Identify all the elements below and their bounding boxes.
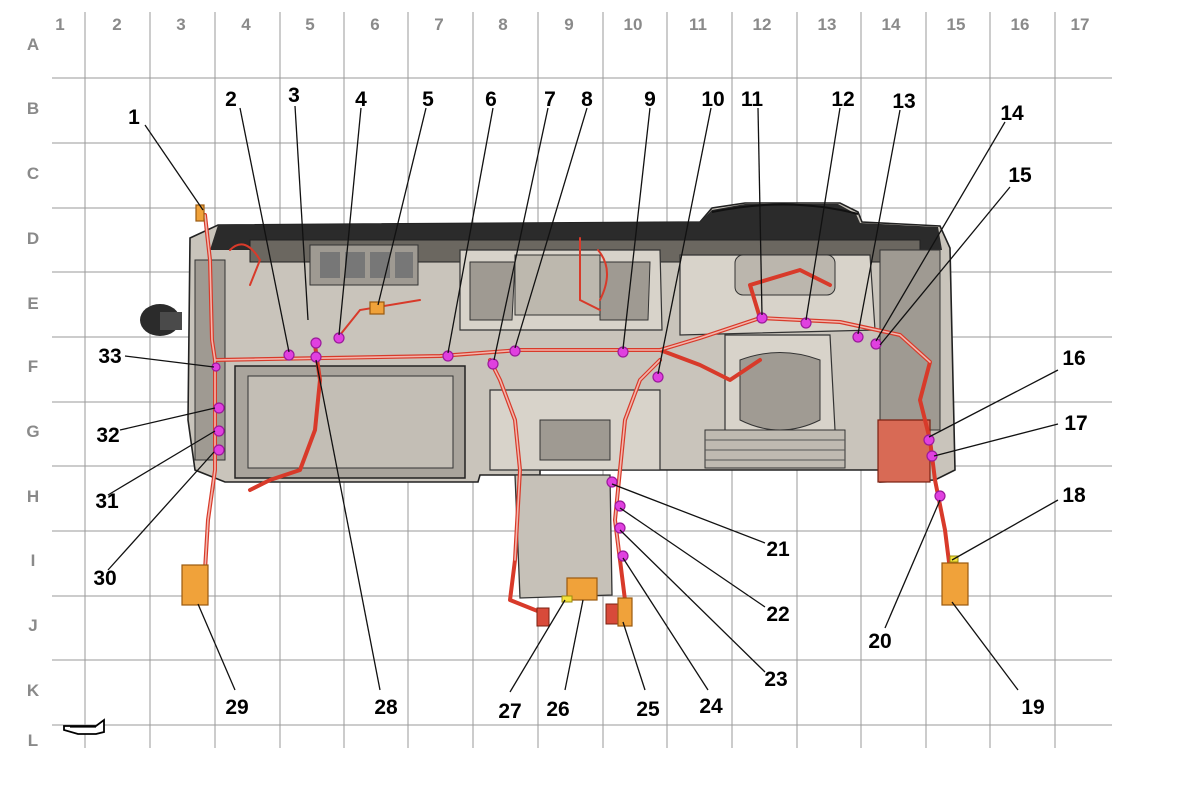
callout-label-22: 22 <box>766 603 789 626</box>
column-header: 8 <box>498 15 507 34</box>
callout-label-16: 16 <box>1062 347 1085 370</box>
callout-label-29: 29 <box>225 696 248 719</box>
center-yellow-connector <box>561 595 573 603</box>
column-header: 7 <box>434 15 443 34</box>
column-header: 3 <box>176 15 185 34</box>
callout-label-17: 17 <box>1064 412 1087 435</box>
connector-point <box>213 444 225 456</box>
column-header: 6 <box>370 15 379 34</box>
center-side-connector <box>617 597 633 627</box>
connector-point <box>310 337 322 349</box>
column-header: 9 <box>564 15 573 34</box>
row-header: J <box>28 616 37 635</box>
callout-label-15: 15 <box>1008 164 1032 187</box>
row-header: F <box>28 357 38 376</box>
row-header: I <box>31 551 36 570</box>
callout-label-26: 26 <box>546 698 569 721</box>
instrument-panel-illustration <box>140 202 956 599</box>
connector-point <box>614 522 626 534</box>
callout-label-7: 7 <box>544 88 556 111</box>
callout-label-27: 27 <box>498 700 521 723</box>
callout-label-12: 12 <box>831 88 854 111</box>
callout-label-3: 3 <box>288 84 300 107</box>
center-module <box>566 577 598 601</box>
connector-point <box>926 450 938 462</box>
callout-label-33: 33 <box>98 345 121 368</box>
column-header: 10 <box>624 15 643 34</box>
connector-point <box>617 550 629 562</box>
callout-label-30: 30 <box>93 567 116 590</box>
row-header: E <box>27 294 38 313</box>
connector-point <box>213 425 225 437</box>
row-header: G <box>26 422 39 441</box>
column-header: 2 <box>112 15 121 34</box>
callout-label-23: 23 <box>764 668 787 691</box>
connector-point <box>213 402 225 414</box>
callout-label-21: 21 <box>766 538 790 561</box>
leader-lines <box>107 105 1059 693</box>
row-header: C <box>27 164 39 183</box>
column-header: 1 <box>55 15 64 34</box>
row-header: D <box>27 229 39 248</box>
column-header: 17 <box>1071 15 1090 34</box>
callout-label-8: 8 <box>581 88 593 111</box>
column-header: 4 <box>241 15 251 34</box>
right-side-module <box>941 562 969 606</box>
callout-label-25: 25 <box>636 698 660 721</box>
column-header: 14 <box>882 15 901 34</box>
callout-label-4: 4 <box>355 88 367 111</box>
callout-label-6: 6 <box>485 88 497 111</box>
column-header: 13 <box>818 15 837 34</box>
callout-label-10: 10 <box>701 88 724 111</box>
callout-label-2: 2 <box>225 88 237 111</box>
left-top-connector <box>195 204 205 222</box>
callout-label-11: 11 <box>741 88 764 111</box>
row-header: K <box>27 681 40 700</box>
connector-point <box>487 358 499 370</box>
callout-label-32: 32 <box>96 424 119 447</box>
connector-point <box>923 434 935 446</box>
column-header: 5 <box>305 15 314 34</box>
column-header: 12 <box>753 15 772 34</box>
column-header: 16 <box>1011 15 1030 34</box>
callout-label-20: 20 <box>868 630 891 653</box>
lower-center-connector <box>536 607 550 627</box>
connector-point <box>614 500 626 512</box>
connector-point <box>934 490 946 502</box>
callout-label-14: 14 <box>1000 102 1024 125</box>
row-header: B <box>27 99 39 118</box>
callout-label-19: 19 <box>1021 696 1044 719</box>
components <box>181 204 969 627</box>
vent-connector <box>369 301 385 315</box>
column-header: 11 <box>689 15 707 34</box>
callout-label-9: 9 <box>644 88 656 111</box>
row-header: L <box>28 731 38 750</box>
callout-label-24: 24 <box>699 695 723 718</box>
callout-label-28: 28 <box>374 696 398 719</box>
row-header: H <box>27 487 39 506</box>
callout-label-5: 5 <box>422 88 434 111</box>
callout-label-1: 1 <box>128 106 140 129</box>
row-headers: A B C D E F G H I J K L <box>26 35 39 750</box>
column-header: 15 <box>947 15 966 34</box>
callout-label-18: 18 <box>1062 484 1086 507</box>
callout-label-31: 31 <box>95 490 119 513</box>
callout-label-13: 13 <box>892 90 915 113</box>
front-direction-arrow-icon <box>63 718 105 735</box>
row-header: A <box>27 35 39 54</box>
left-side-module <box>181 564 209 606</box>
